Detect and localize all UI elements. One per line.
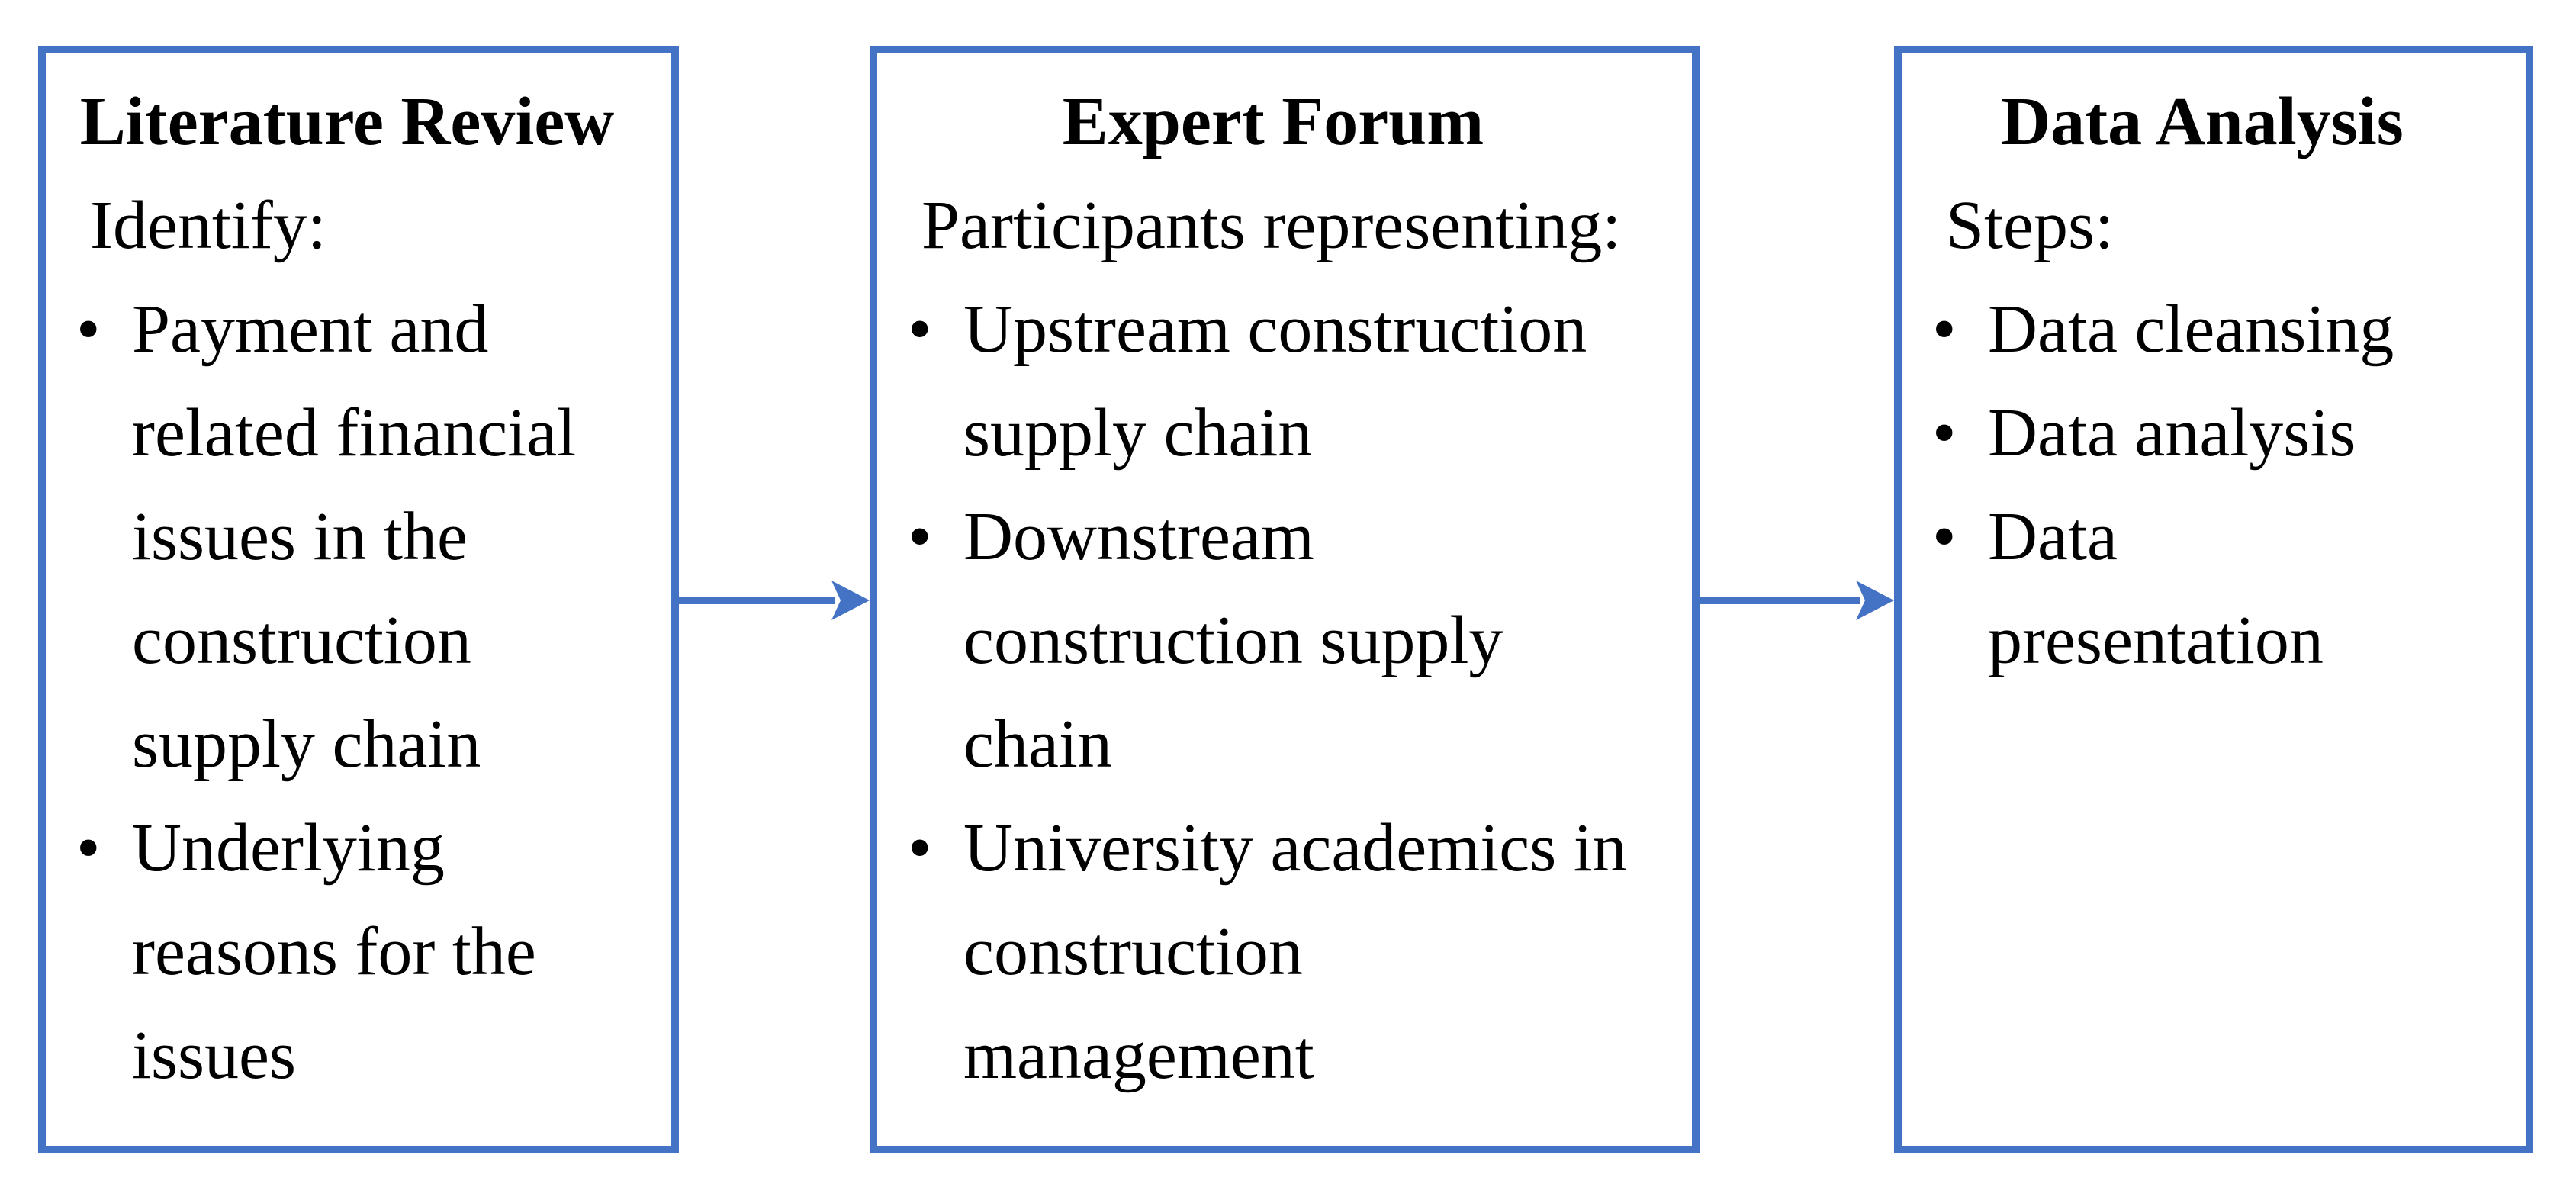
bullet-item: Data presentation <box>1902 485 2503 693</box>
arrow-right-icon <box>1700 571 1894 630</box>
arrow-head <box>831 581 870 620</box>
arrow-shaft <box>679 597 835 604</box>
arrow-right-icon <box>679 571 870 630</box>
box-literature-review: Literature Review Identify: Payment and … <box>38 46 679 1153</box>
box-title: Literature Review <box>79 84 615 159</box>
box-expert-forum: Expert Forum Participants representing: … <box>870 46 1700 1153</box>
bullet-item: Underlying reasons for the issues <box>46 796 648 1108</box>
arrow-head <box>1856 581 1894 620</box>
bullet-item: University academics in construction man… <box>877 796 1669 1108</box>
box-title: Data Analysis <box>2001 84 2404 159</box>
box-title: Expert Forum <box>1062 84 1484 159</box>
box-lead: Identify: <box>90 188 326 263</box>
bullet-list: Payment and related financial issues in … <box>46 278 648 1108</box>
bullet-item: Downstream construction supply chain <box>877 485 1669 796</box>
box-lead: Participants representing: <box>921 188 1622 263</box>
bullet-item: Data cleansing <box>1902 278 2503 381</box>
box-lead: Steps: <box>1946 188 2115 263</box>
bullet-item: Upstream construction supply chain <box>877 278 1669 485</box>
box-data-analysis: Data Analysis Steps: Data cleansing Data… <box>1894 46 2533 1153</box>
bullet-list: Upstream construction supply chain Downs… <box>877 278 1669 1108</box>
bullet-item: Payment and related financial issues in … <box>46 278 648 796</box>
bullet-list: Data cleansing Data analysis Data presen… <box>1902 278 2503 693</box>
arrow-shaft <box>1700 597 1860 604</box>
bullet-item: Data analysis <box>1902 381 2503 485</box>
